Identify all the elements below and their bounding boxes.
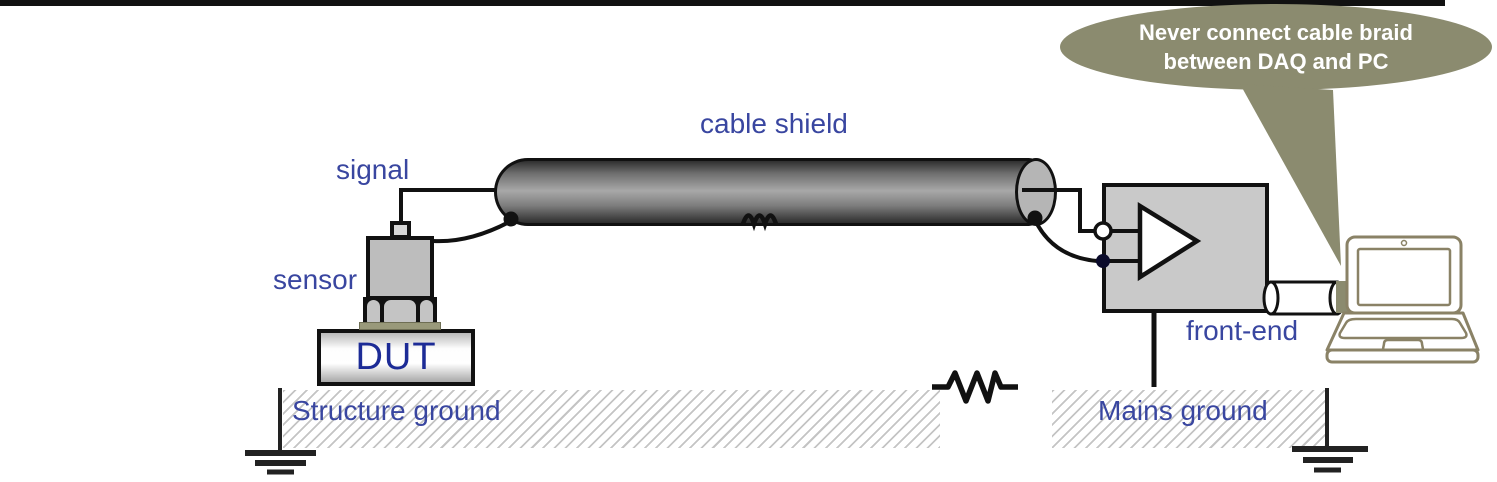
cable-shield-label: cable shield xyxy=(700,108,848,139)
ground-bus-line xyxy=(0,0,1445,6)
nut-facet xyxy=(384,300,416,324)
callout-tail-tip xyxy=(1336,281,1350,313)
signal-wire-left xyxy=(399,188,497,223)
nut-facet xyxy=(367,300,380,324)
callout-text: Never connect cable braid between DAQ an… xyxy=(1139,19,1413,74)
cable-shield-endcap xyxy=(1015,158,1057,226)
pc-cable xyxy=(1262,280,1346,316)
mains-ground-hatch xyxy=(1052,390,1327,448)
front-end-label: front-end xyxy=(1186,315,1299,346)
structure-ground-label: Structure ground xyxy=(292,395,501,426)
braid-wire-left xyxy=(432,219,512,244)
ground-line-gap xyxy=(951,378,1003,396)
sensor-label: sensor xyxy=(273,264,358,295)
sensor-nut xyxy=(363,297,437,324)
signal-label: signal xyxy=(336,154,410,185)
cable-shield-cylinder xyxy=(494,158,1044,226)
sensor-connector xyxy=(390,221,411,239)
ground-resistance-icon xyxy=(932,370,1018,404)
dut-box: DUT xyxy=(317,329,475,386)
callout-bubble: Never connect cable braid between DAQ an… xyxy=(1060,4,1492,90)
sensor-body xyxy=(366,236,434,300)
braid-wire-right xyxy=(1033,219,1098,263)
structure-ground-hatch xyxy=(283,390,940,448)
sensor-mounting-pad xyxy=(359,322,441,330)
front-end-box xyxy=(1102,183,1269,313)
laptop-icon xyxy=(1325,235,1480,364)
nut-facet xyxy=(420,300,433,324)
dut-label: DUT xyxy=(355,336,437,378)
mains-ground-label: Mains ground xyxy=(1098,395,1268,426)
